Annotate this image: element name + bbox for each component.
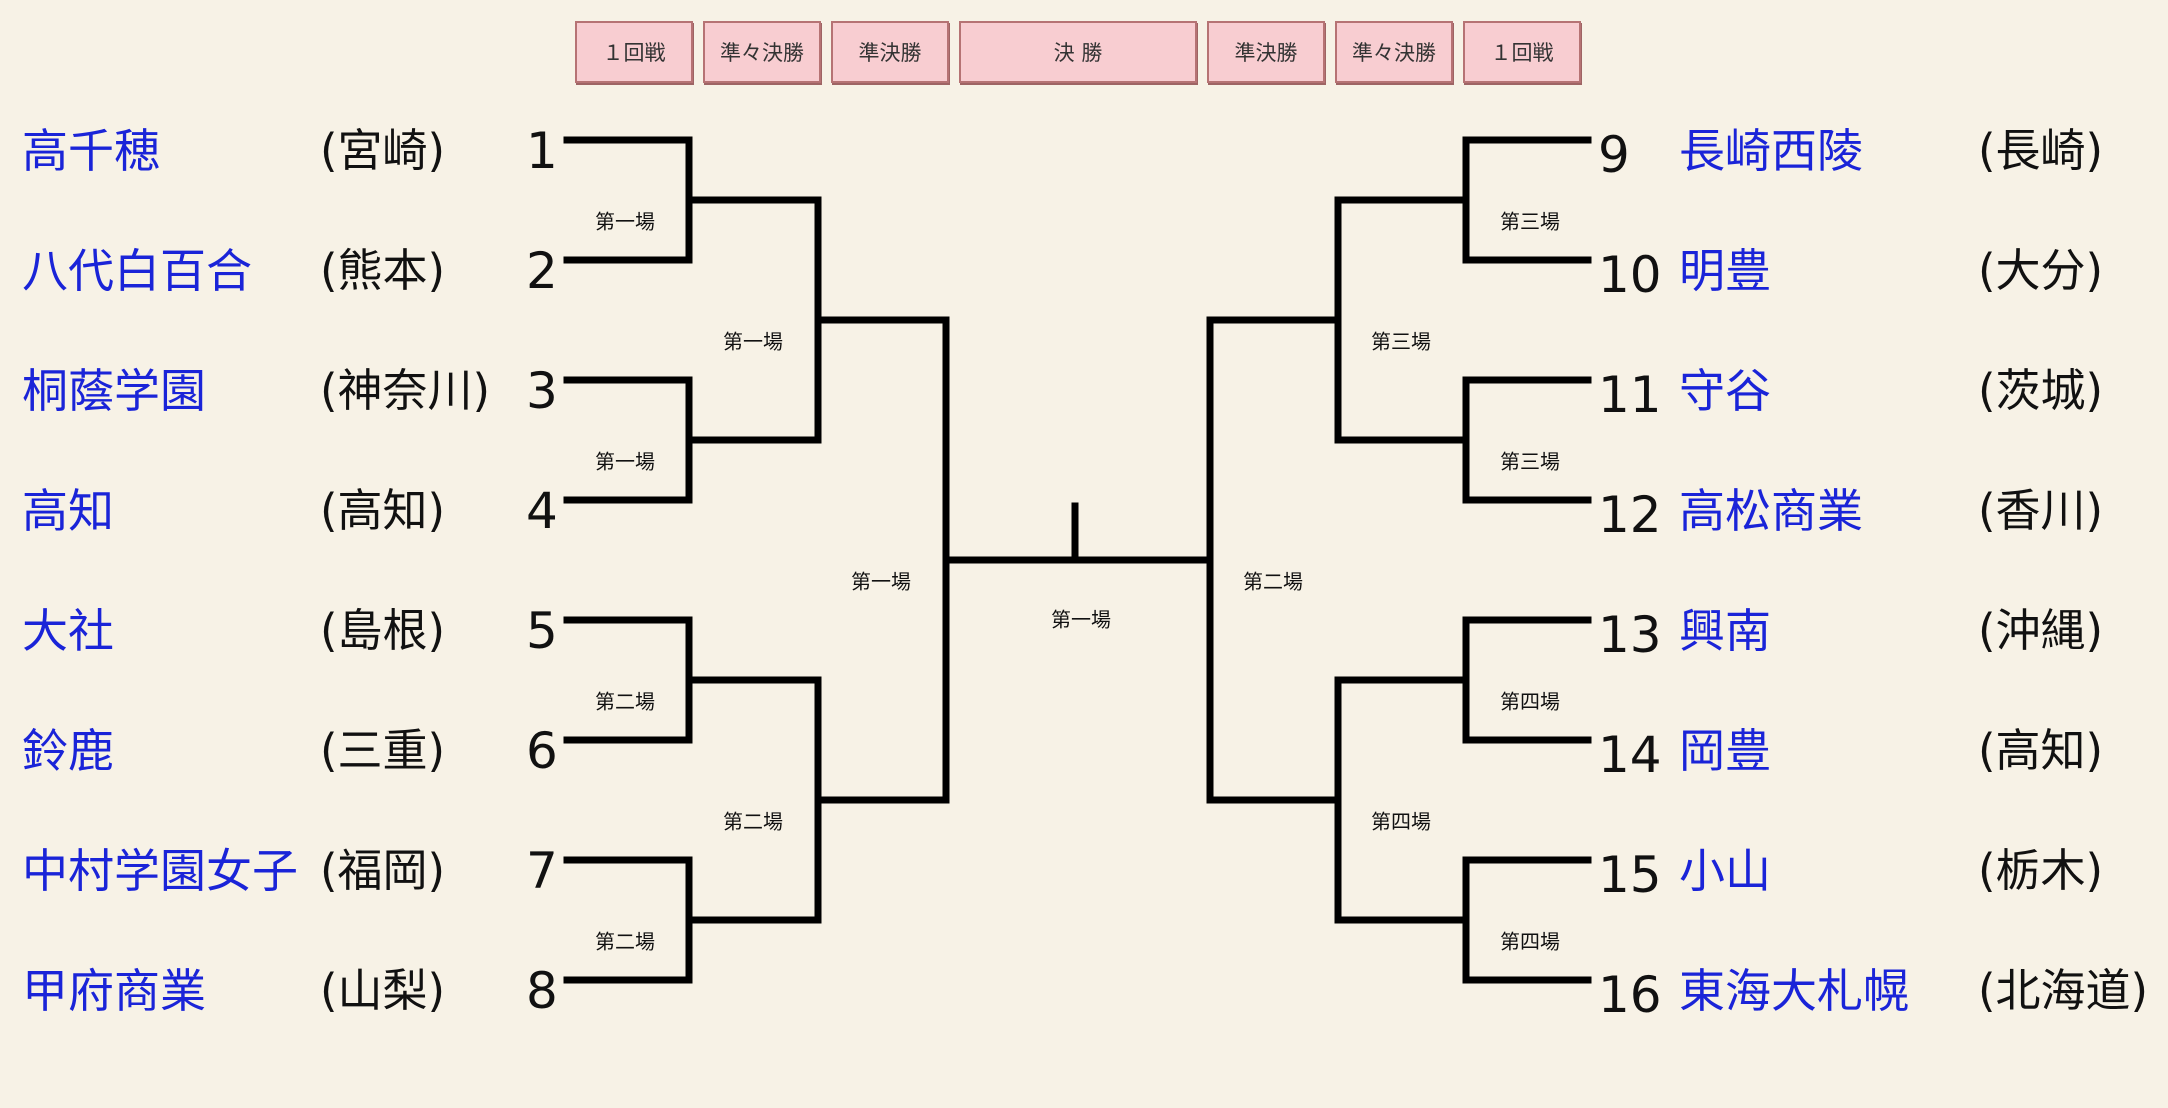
bracket-line-left-sf [814,316,950,804]
left-pref-7: (福岡) [320,844,446,897]
round-header-left-sf[interactable]: 準決勝 [831,21,949,83]
round-header-left-qf[interactable]: 準々決勝 [703,21,821,83]
venue-label-right-r1-1: 第三場 [1500,209,1560,234]
right-pref-9: (長崎) [1978,124,2104,177]
right-pref-11: (茨城) [1978,364,2104,417]
left-pref-6: (三重) [320,724,446,777]
left-seed-7: 7 [526,842,558,900]
round-header-left-r1[interactable]: １回戦 [575,21,693,83]
right-pref-12: (香川) [1978,484,2104,537]
left-seed-4: 4 [526,482,558,540]
left-seed-8: 8 [526,962,558,1020]
right-pref-10: (大分) [1978,244,2104,297]
bracket-line-right-r1-2 [1462,376,1592,504]
right-seed-9: 9 [1598,126,1630,184]
bracket-line-right-r1-1 [1462,136,1592,264]
bracket-line-left-r1-1 [563,136,693,264]
right-school-10[interactable]: 明豊 [1679,244,1771,298]
bracket-line-right-r1-4 [1462,856,1592,984]
bracket-line-right-qf-1 [1334,196,1470,444]
bracket-line-left-qf-2 [685,676,822,924]
venue-label-right-sf: 第二場 [1243,569,1303,594]
right-seed-12: 12 [1598,486,1662,544]
left-school-3[interactable]: 桐蔭学園 [22,364,206,418]
venue-label-left-r1-2: 第一場 [595,449,655,474]
right-school-13[interactable]: 興南 [1679,604,1771,658]
venue-label-right-qf-1: 第三場 [1371,329,1431,354]
right-school-9[interactable]: 長崎西陵 [1679,124,1863,178]
right-pref-16: (北海道) [1978,964,2149,1017]
venue-label-left-qf-2: 第二場 [723,809,783,834]
venue-label-right-r1-2: 第三場 [1500,449,1560,474]
right-seed-14: 14 [1598,726,1662,784]
left-pref-2: (熊本) [320,244,446,297]
right-school-16[interactable]: 東海大札幌 [1679,964,1909,1018]
venue-label-left-sf: 第一場 [851,569,911,594]
left-school-4[interactable]: 高知 [22,484,114,538]
round-header-right-r1[interactable]: １回戦 [1463,21,1581,83]
left-seed-2: 2 [526,242,558,300]
left-pref-8: (山梨) [320,964,446,1017]
venue-label-left-qf-1: 第一場 [723,329,783,354]
round-header-right-sf[interactable]: 準決勝 [1207,21,1325,83]
left-school-6[interactable]: 鈴鹿 [22,724,114,778]
round-header-right-qf[interactable]: 準々決勝 [1335,21,1453,83]
bracket-line-left-qf-1 [685,196,822,444]
left-pref-4: (高知) [320,484,446,537]
left-pref-5: (島根) [320,604,446,657]
right-pref-15: (栃木) [1978,844,2104,897]
left-seed-3: 3 [526,362,558,420]
round-header-final[interactable]: 決 勝 [959,21,1197,83]
venue-label-left-r1-3: 第二場 [595,689,655,714]
left-pref-1: (宮崎) [320,124,446,177]
left-school-7[interactable]: 中村学園女子 [22,844,298,898]
bracket-line-right-r1-3 [1462,616,1592,744]
bracket-line-right-sf [1206,316,1342,804]
venue-label-right-r1-4: 第四場 [1500,929,1560,954]
left-seed-6: 6 [526,722,558,780]
venue-label-left-r1-1: 第一場 [595,209,655,234]
right-school-15[interactable]: 小山 [1679,844,1771,898]
left-school-2[interactable]: 八代白百合 [22,244,252,298]
bracket-line-right-qf-2 [1334,676,1470,924]
right-pref-14: (高知) [1978,724,2104,777]
right-seed-13: 13 [1598,606,1662,664]
left-school-8[interactable]: 甲府商業 [22,964,206,1018]
left-school-5[interactable]: 大社 [22,604,114,658]
right-school-14[interactable]: 岡豊 [1679,724,1771,778]
left-seed-1: 1 [526,122,558,180]
right-seed-10: 10 [1598,246,1662,304]
left-school-1[interactable]: 高千穂 [22,124,160,178]
bracket-line-left-r1-2 [563,376,693,504]
venue-label-final: 第一場 [1051,607,1111,632]
right-seed-16: 16 [1598,966,1662,1024]
right-school-12[interactable]: 高松商業 [1679,484,1863,538]
left-seed-5: 5 [526,602,558,660]
right-seed-11: 11 [1598,366,1662,424]
right-seed-15: 15 [1598,846,1662,904]
bracket-line-left-r1-3 [563,616,693,744]
right-school-11[interactable]: 守谷 [1679,364,1771,418]
venue-label-right-qf-2: 第四場 [1371,809,1431,834]
venue-label-right-r1-3: 第四場 [1500,689,1560,714]
venue-label-left-r1-4: 第二場 [595,929,655,954]
left-pref-3: (神奈川) [320,364,491,417]
right-pref-13: (沖縄) [1978,604,2104,657]
bracket-line-left-r1-4 [563,856,693,984]
